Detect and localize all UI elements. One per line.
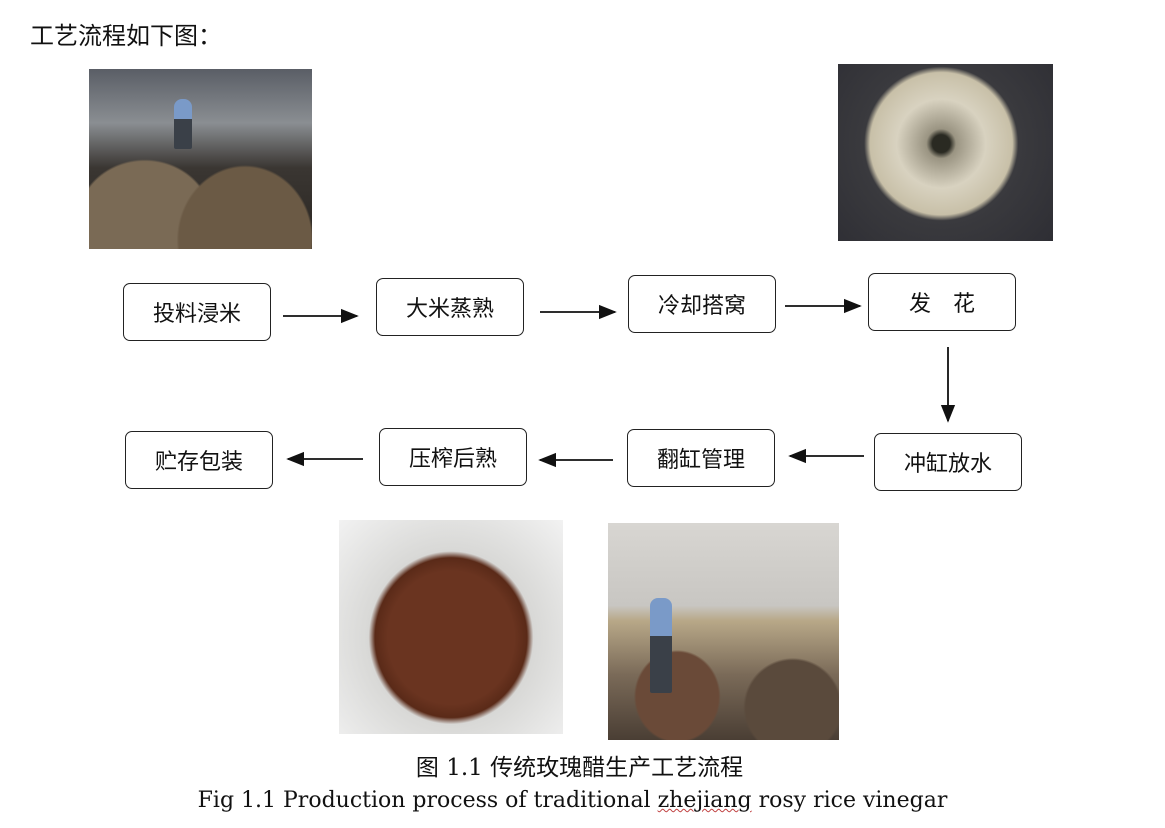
caption-en-part: Fig 1.1 Production process of traditiona… — [197, 788, 658, 813]
section-heading: 工艺流程如下图： — [30, 22, 222, 50]
photo-vinegar-in-jar — [339, 520, 563, 734]
step-store-pack: 贮存包装 — [125, 431, 273, 489]
step-soak-rice: 投料浸米 — [123, 283, 271, 341]
step-cool-nest: 冷却搭窝 — [628, 275, 776, 333]
step-jar-turning: 翻缸管理 — [627, 429, 775, 487]
figure-caption-en: Fig 1.1 Production process of traditiona… — [0, 788, 1155, 813]
figure-caption-cn: 图 1.1 传统玫瑰醋生产工艺流程 — [415, 755, 744, 781]
step-add-water: 冲缸放水 — [874, 433, 1022, 491]
step-steam-rice: 大米蒸熟 — [376, 278, 524, 336]
photo-worker-stirring-jars — [608, 523, 839, 740]
photo-mold-flowering — [838, 64, 1053, 241]
photo-soaking-rice-jars — [89, 69, 312, 249]
step-flowering: 发 花 — [868, 273, 1016, 331]
caption-en-part: rosy rice vinegar — [751, 788, 948, 813]
step-press-age: 压榨后熟 — [379, 428, 527, 486]
caption-en-spellcheck-word: zhejiang — [657, 788, 752, 813]
